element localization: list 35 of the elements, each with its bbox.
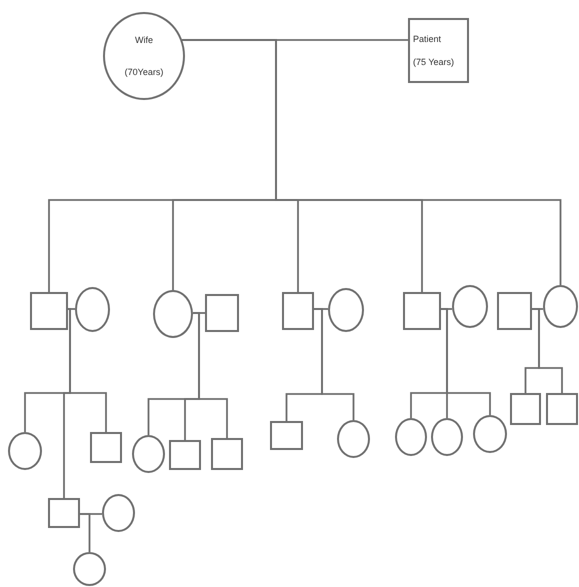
person-label: Wife [135,35,153,46]
female-circle [431,418,463,456]
male-square [282,292,314,330]
age-label: (70Years) [124,66,164,77]
male-square [48,498,80,528]
descent-line [532,308,563,393]
female-circle [395,418,427,456]
female-circle [8,432,42,470]
male-square [270,421,303,450]
female-circle [75,287,110,332]
male-square [546,393,578,425]
age-label: (75 Years) [413,57,454,68]
male-square [90,432,122,463]
descent-line [80,513,90,552]
male-square [205,294,239,332]
female-circle [73,552,106,586]
male-square [211,438,243,470]
male-square [403,292,441,330]
male-square [408,18,469,83]
descent-line [314,308,354,420]
female-circle [328,288,364,332]
person-label: Patient [413,34,442,44]
female-circle [102,494,135,532]
male-square [510,393,541,425]
male-square [497,292,532,330]
descent-line [441,308,491,415]
female-circle [132,435,165,473]
female-circle [153,290,193,338]
female-circle [337,420,370,458]
male-square [30,292,68,330]
female-circle [452,285,488,328]
male-square [169,440,201,470]
female-circle [543,285,578,328]
descent-line [192,312,228,438]
female-circle [473,415,507,453]
